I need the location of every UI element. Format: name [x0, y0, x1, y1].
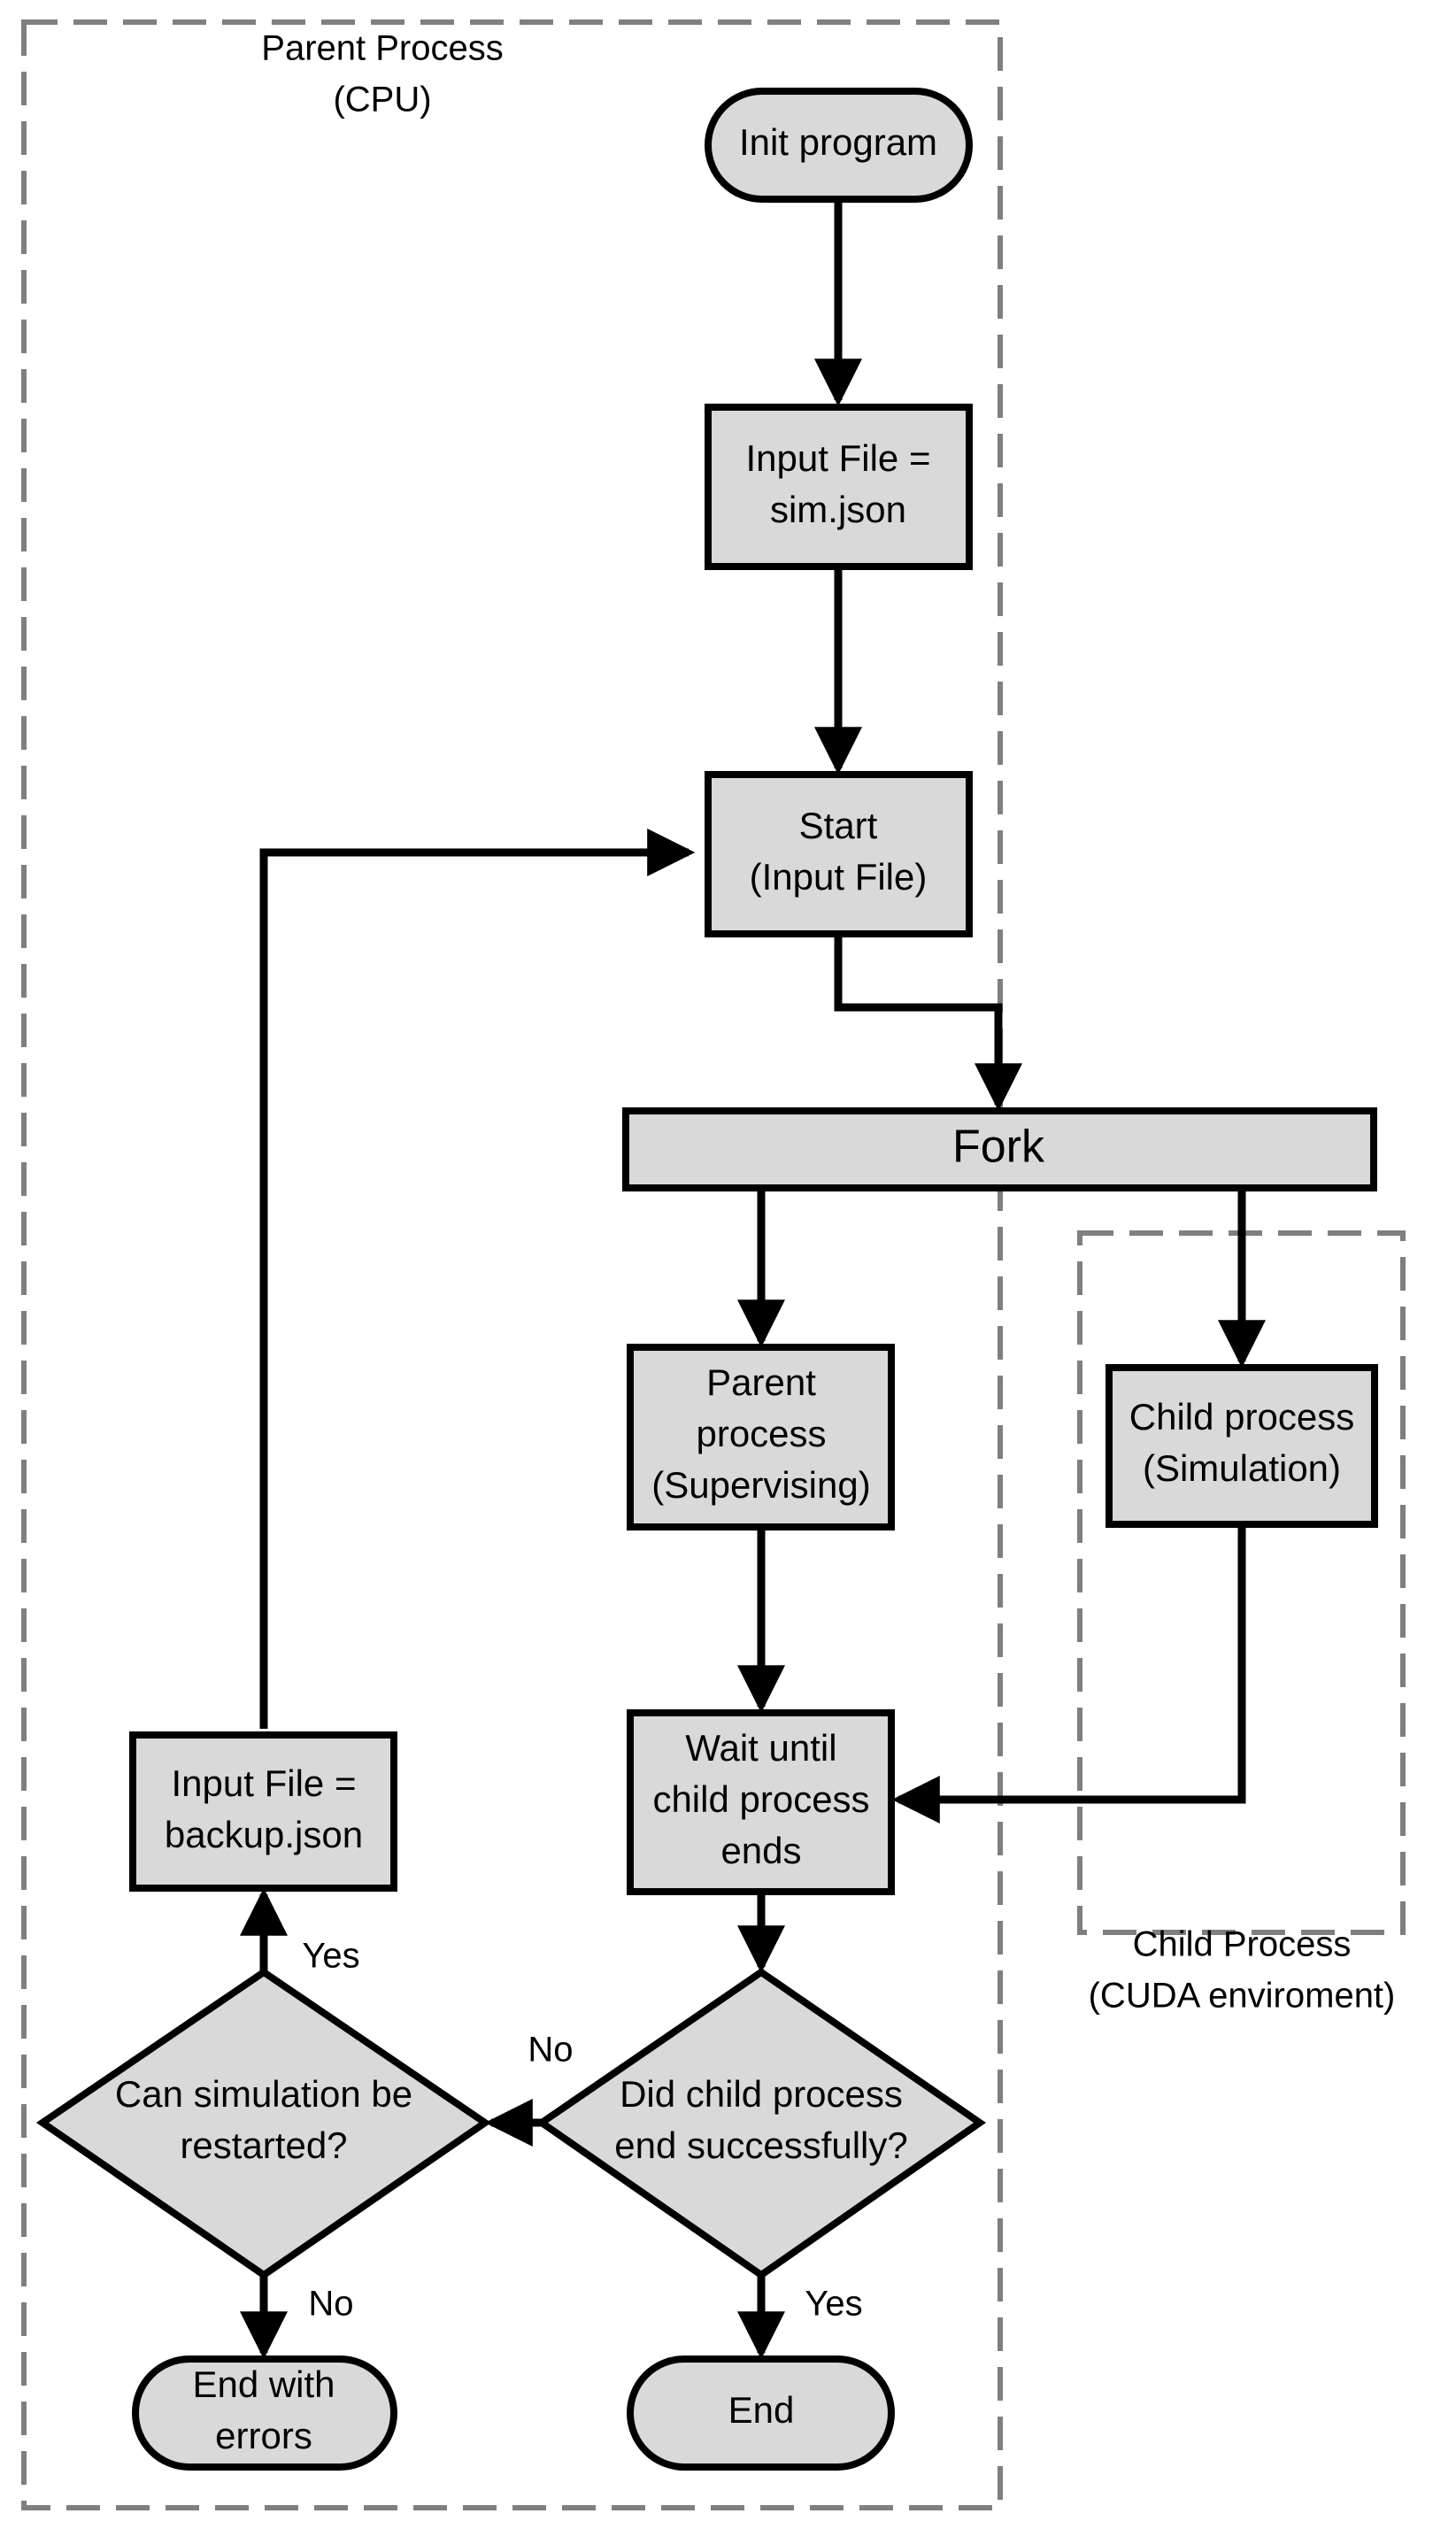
node-child-process: Child process (Simulation) [1105, 1364, 1378, 1528]
text-line: Did child process [620, 2073, 903, 2115]
node-end-with-errors-label: End with errors [192, 2363, 335, 2456]
node-end-label: End [728, 2389, 795, 2431]
text-line: ends [720, 1830, 801, 1871]
node-end: End [627, 2356, 895, 2471]
text-line: (Supervising) [651, 1464, 870, 1506]
text-line: restarted? [180, 2124, 347, 2166]
edge-backup-to-start [259, 829, 696, 1729]
edges [240, 199, 1266, 2360]
node-start: Start (Input File) [705, 771, 973, 937]
text-line: End [728, 2389, 795, 2431]
text-line: Wait until [685, 1727, 836, 1769]
node-fork-label: Fork [952, 1122, 1045, 1173]
text-line: Can simulation be [115, 2073, 412, 2115]
text-line: (Input File) [750, 856, 928, 898]
node-wait-until-child-ends-label: Wait until child process ends [652, 1727, 869, 1871]
node-parent-process: Parent process (Supervising) [627, 1344, 895, 1531]
text-line: Fork [952, 1122, 1045, 1173]
text-line: backup.json [165, 1814, 363, 1855]
edge-start-to-fork [834, 934, 1022, 1112]
text-line: (CPU) [333, 81, 431, 120]
text-line: Parent Process [261, 29, 503, 68]
text-line: Init program [739, 121, 937, 163]
node-parent-process-label: Parent process (Supervising) [651, 1361, 870, 1506]
decision-can-simulation-restart-label: Can simulation be restarted? [115, 2073, 412, 2166]
text-line: Input File = [746, 437, 931, 479]
edge-label-no-to-end-errors: No [308, 2285, 353, 2324]
text-line: (Simulation) [1143, 1447, 1341, 1489]
decision-can-simulation-restart: Can simulation be restarted? [35, 1968, 492, 2279]
text-line: Input File = [172, 1762, 357, 1804]
node-input-file-sim: Input File = sim.json [705, 404, 973, 570]
text-line: Child Process [1133, 1925, 1352, 1964]
edge-label-yes-to-backup: Yes [302, 1937, 359, 1976]
node-wait-until-child-ends: Wait until child process ends [627, 1709, 895, 1895]
edge-label-yes-to-end: Yes [805, 2285, 862, 2324]
text-line: Child process [1129, 1396, 1354, 1438]
node-end-with-errors: End with errors [132, 2356, 397, 2471]
node-input-file-backup-label: Input File = backup.json [165, 1762, 363, 1855]
node-init-program: Init program [705, 88, 973, 203]
parent-process-region-label: Parent Process (CPU) [261, 29, 503, 120]
decision-child-ended-successfully: Did child process end successfully? [535, 1968, 987, 2279]
text-line: sim.json [770, 489, 906, 530]
decision-child-ended-successfully-label: Did child process end successfully? [614, 2073, 908, 2166]
node-input-file-sim-label: Input File = sim.json [746, 437, 931, 530]
node-fork: Fork [622, 1107, 1377, 1191]
text-line: (CUDA enviroment) [1089, 1977, 1396, 2016]
child-process-region-label: Child Process (CUDA enviroment) [1089, 1925, 1396, 2016]
text-line: child process [652, 1778, 869, 1820]
node-start-label: Start (Input File) [750, 805, 928, 898]
text-line: Parent [706, 1361, 816, 1403]
node-input-file-backup: Input File = backup.json [129, 1731, 397, 1892]
text-line: End with [192, 2363, 335, 2405]
text-line: process [696, 1413, 826, 1454]
parent-process-region [21, 19, 1003, 2510]
text-line: errors [215, 2415, 312, 2456]
text-line: Start [799, 805, 878, 846]
node-init-program-label: Init program [739, 121, 937, 163]
edge-child-process-to-wait [891, 1524, 1246, 1824]
text-line: end successfully? [614, 2124, 908, 2166]
node-child-process-label: Child process (Simulation) [1129, 1396, 1354, 1489]
edge-label-no-to-restart: No [528, 2031, 573, 2070]
